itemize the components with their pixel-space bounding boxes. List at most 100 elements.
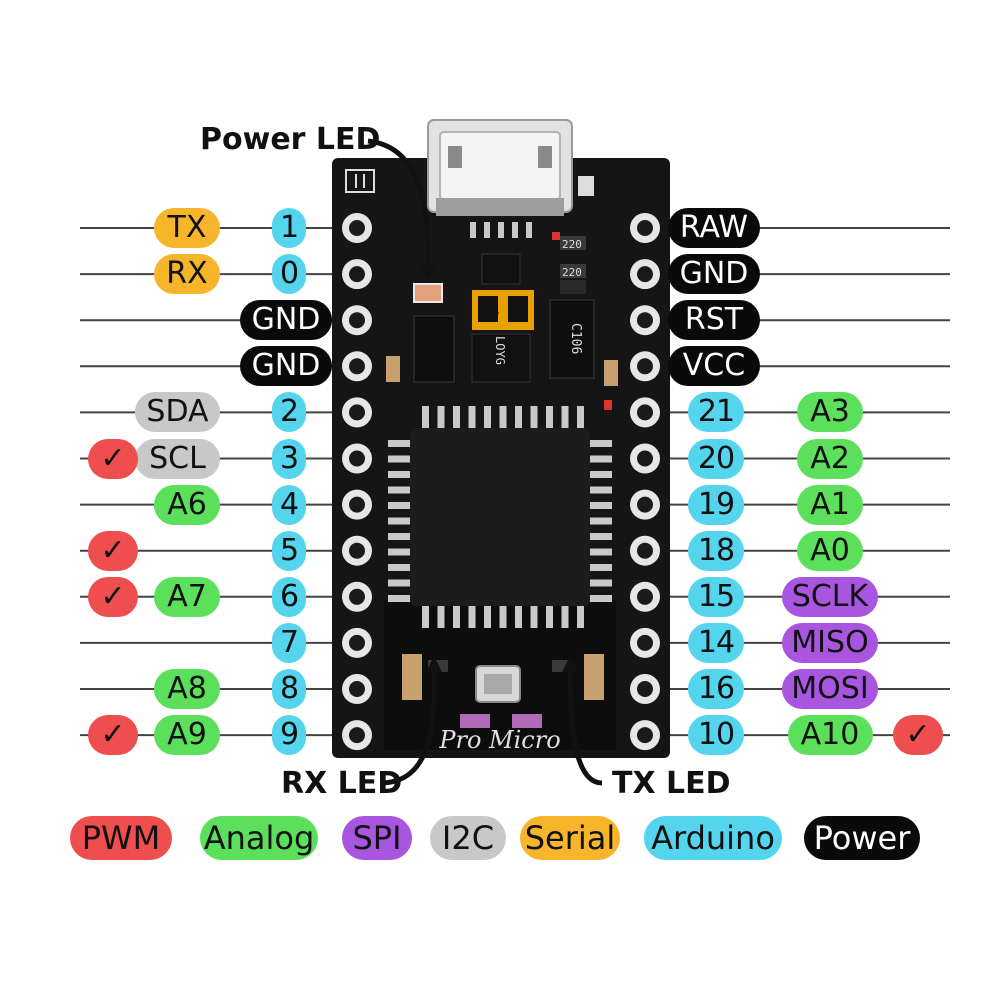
right-pin-func-mosi: MOSI bbox=[782, 669, 878, 709]
left-pin-arduino-1: 1 bbox=[272, 208, 306, 248]
components-top bbox=[386, 232, 618, 410]
mcu-pin bbox=[388, 455, 412, 463]
mcu-pin bbox=[588, 548, 612, 556]
usb-pads bbox=[470, 222, 532, 238]
left-pin-pwm-check: ✓ bbox=[88, 438, 138, 479]
callout-arrows bbox=[367, 138, 603, 786]
legend-item-pwm: PWM bbox=[70, 816, 172, 860]
mcu-pin bbox=[388, 471, 412, 478]
header-hole-center bbox=[637, 450, 653, 467]
right-pin-arduino-15: 15 bbox=[688, 576, 744, 617]
mcu-pin bbox=[577, 604, 584, 628]
mcu-pin bbox=[453, 406, 460, 430]
right-pin-func-a0: A0 bbox=[797, 530, 863, 571]
header-hole-center bbox=[637, 634, 653, 651]
left-pin-pwm-check: ✓ bbox=[88, 715, 138, 756]
mcu-pin bbox=[546, 604, 553, 628]
mcu-pin bbox=[499, 604, 507, 628]
mcu-pin bbox=[588, 486, 612, 494]
header-hole-center bbox=[637, 266, 653, 283]
mcu-pin bbox=[577, 406, 584, 430]
mcu-pin bbox=[388, 440, 412, 447]
header-hole-center bbox=[637, 542, 653, 559]
left-pin-func-tx: TX bbox=[154, 208, 220, 248]
header-hole-center bbox=[349, 220, 365, 236]
left-pin-arduino-5: 5 bbox=[272, 530, 306, 571]
mcu-pin bbox=[484, 406, 491, 430]
mcu-pin bbox=[515, 604, 522, 628]
right-pin-func-a3: A3 bbox=[797, 392, 863, 433]
left-pin-func-rx: RX bbox=[154, 254, 220, 295]
header-hole-center bbox=[349, 404, 365, 421]
mcu-pin bbox=[588, 579, 612, 587]
left-pin-pwm-check: ✓ bbox=[88, 576, 138, 617]
resistor-label-1: 220 bbox=[562, 238, 582, 251]
callout-arrowheads bbox=[420, 266, 578, 672]
right-pin-arduino-21: 21 bbox=[688, 392, 744, 433]
left-pin-arduino-2: 2 bbox=[272, 392, 306, 433]
mcu-pin bbox=[388, 486, 412, 494]
header-hole-center bbox=[349, 588, 365, 605]
left-pin-func-gnd: GND bbox=[240, 346, 332, 387]
header-hole-center bbox=[637, 358, 653, 375]
u-label: 4 bbox=[491, 304, 499, 320]
header-hole-center bbox=[349, 312, 365, 329]
left-pin-arduino-8: 8 bbox=[272, 669, 306, 709]
mcu-pin bbox=[437, 604, 445, 628]
mcu-pin bbox=[499, 406, 507, 430]
right-pin-func-a1: A1 bbox=[797, 484, 863, 525]
right-pin-func-a2: A2 bbox=[797, 438, 863, 479]
left-pin-func-gnd: GND bbox=[240, 300, 332, 341]
mcu-pin bbox=[588, 440, 612, 447]
mcu-pin bbox=[588, 517, 612, 525]
power-led-arrow bbox=[367, 138, 431, 269]
header-hole-center bbox=[637, 312, 653, 329]
power-led bbox=[413, 283, 443, 303]
left-pin-arduino-6: 6 bbox=[272, 576, 306, 617]
tx-led-label: TX LED bbox=[612, 766, 731, 801]
mcu-pin bbox=[437, 406, 445, 430]
power-led-label: Power LED bbox=[200, 122, 381, 157]
right-pin-func-raw: RAW bbox=[668, 208, 760, 248]
right-pin-arduino-16: 16 bbox=[688, 669, 744, 709]
mcu-pin bbox=[546, 406, 553, 430]
mcu-pin bbox=[388, 564, 412, 571]
rx-led-arrow bbox=[379, 669, 437, 786]
mcu-pin bbox=[588, 533, 612, 540]
mcu-pin bbox=[530, 406, 538, 430]
legend-item-spi: SPI bbox=[342, 816, 412, 860]
header-hole-center bbox=[637, 220, 653, 236]
left-pin-arduino-9: 9 bbox=[272, 715, 306, 756]
mcu-pin bbox=[422, 406, 429, 430]
right-pin-arduino-10: 10 bbox=[688, 715, 744, 756]
left-pin-arduino-0: 0 bbox=[272, 254, 306, 295]
left-pin-func-a7: A7 bbox=[154, 576, 220, 617]
left-pin-arduino-3: 3 bbox=[272, 438, 306, 479]
left-pin-func-scl: SCL bbox=[135, 438, 220, 479]
header-hole-center bbox=[637, 588, 653, 605]
left-pin-func-a6: A6 bbox=[154, 484, 220, 525]
mcu-pin bbox=[388, 548, 412, 556]
mcu-pin bbox=[588, 595, 612, 602]
right-pin-func-sclk: SCLK bbox=[782, 576, 878, 617]
mcu-pin bbox=[468, 604, 476, 628]
mcu-pin bbox=[422, 604, 429, 628]
header-hole-center bbox=[637, 404, 653, 421]
legend-item-arduino: Arduino bbox=[644, 816, 782, 860]
legend-item-analog: Analog bbox=[200, 816, 318, 860]
tx-led-arrow bbox=[567, 669, 603, 786]
mcu-pin bbox=[484, 604, 491, 628]
header-holes bbox=[342, 213, 660, 751]
legend-item-power: Power bbox=[804, 816, 920, 860]
rx-led-label: RX LED bbox=[281, 766, 403, 801]
regulator-label: LOYG bbox=[493, 336, 507, 365]
right-pin-arduino-14: 14 bbox=[688, 622, 744, 663]
header-hole-center bbox=[349, 266, 365, 283]
right-pin-arduino-19: 19 bbox=[688, 484, 744, 525]
mcu-pin bbox=[388, 579, 412, 587]
header-hole-center bbox=[349, 496, 365, 513]
legend-item-i2c: I2C bbox=[430, 816, 506, 860]
silk-mark bbox=[345, 169, 375, 193]
